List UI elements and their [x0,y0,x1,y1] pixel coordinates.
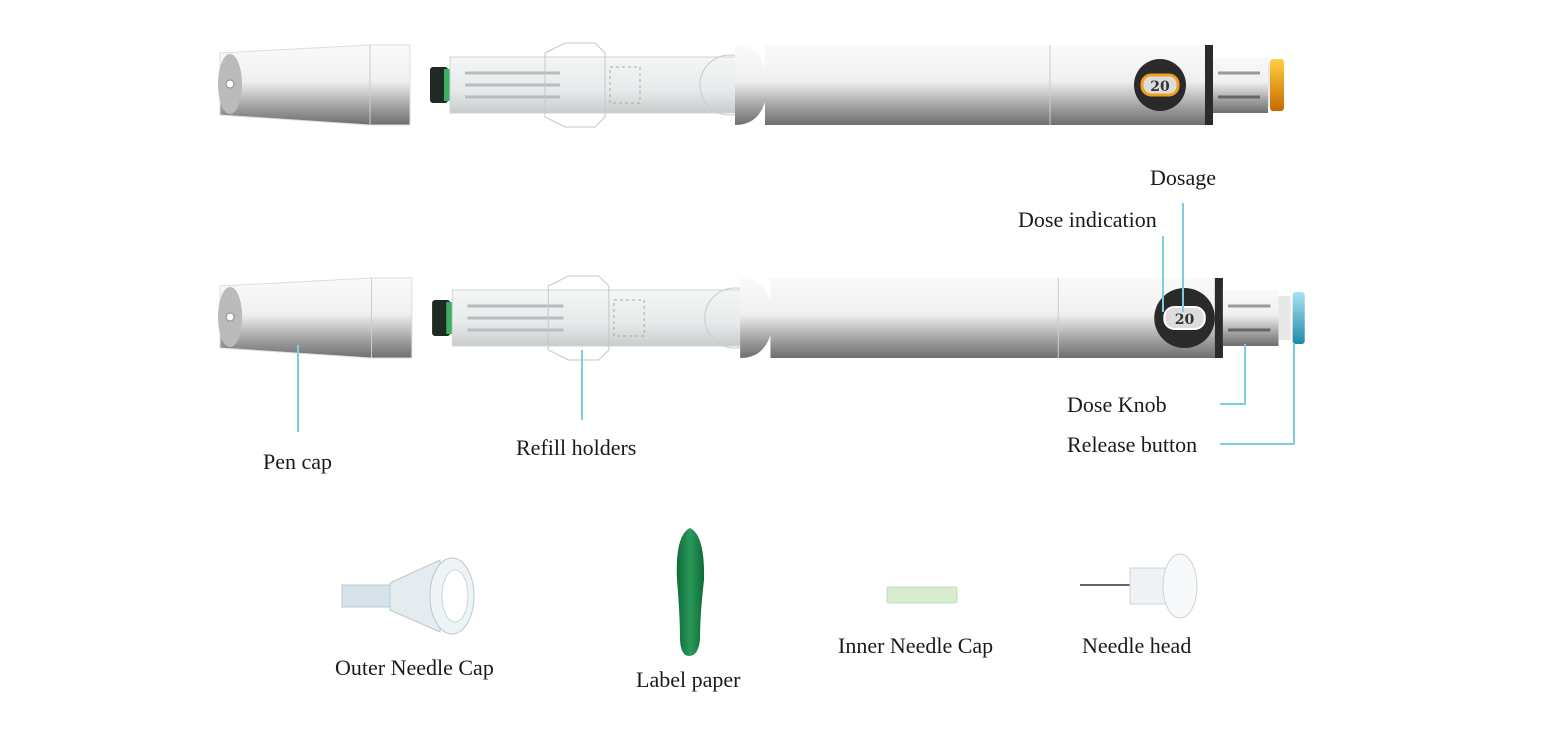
label-dose-knob: Dose Knob [1067,392,1167,417]
label-pen-cap: Pen cap [263,449,333,474]
label-paper [676,528,705,656]
needle-head [1080,553,1198,619]
label-label-paper: Label paper [636,667,741,692]
pen-top: 20 [216,41,1284,129]
svg-text:20: 20 [1150,79,1170,95]
outer-needle-cap [341,557,475,635]
svg-text:20: 20 [1175,312,1195,328]
pen-labeled: 20 [216,274,1305,362]
label-needle-head: Needle head [1082,633,1192,658]
label-outer-needle-cap: Outer Needle Cap [335,655,494,680]
release-button-orange [1270,59,1284,111]
label-release-button: Release button [1067,432,1198,457]
inner-needle-cap [886,586,958,604]
label-refill-holders: Refill holders [516,435,637,460]
callout-lines [297,203,1295,445]
label-dose-indication: Dose indication [1018,207,1157,232]
label-dosage: Dosage [1150,165,1216,190]
label-inner-needle-cap: Inner Needle Cap [838,633,994,658]
release-button-blue [1292,292,1305,344]
